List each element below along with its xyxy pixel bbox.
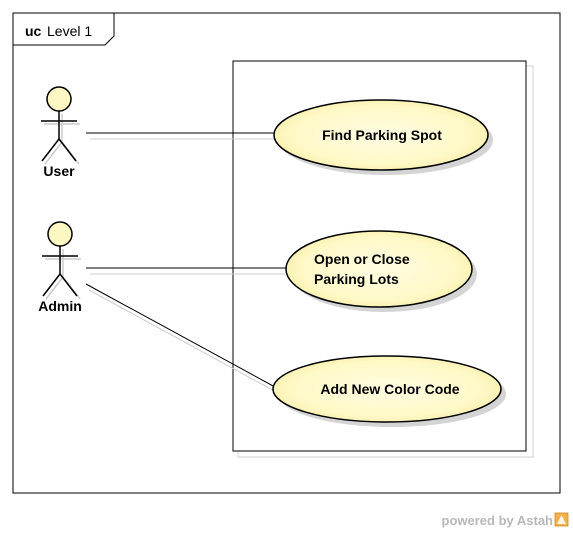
astah-logo-icon xyxy=(554,512,569,527)
association-user-find-parking[interactable] xyxy=(86,132,276,140)
association-admin-open-close[interactable] xyxy=(86,267,290,275)
use-case-label: Add New Color Code xyxy=(320,381,459,397)
actor-admin[interactable]: Admin xyxy=(38,221,82,314)
use-case-add-new-color-code[interactable]: Add New Color Code xyxy=(272,355,506,427)
actor-head-icon xyxy=(47,221,73,247)
watermark-text: powered by Astah xyxy=(442,513,554,528)
actor-label-user: User xyxy=(43,163,75,179)
use-case-label-line1: Open or Close xyxy=(314,251,410,267)
frame-keyword: uc xyxy=(25,23,42,39)
use-case-label-line2: Parking Lots xyxy=(314,271,399,287)
astah-watermark: powered by Astah xyxy=(442,512,569,528)
use-case-open-close-parking-lots[interactable]: Open or Close Parking Lots xyxy=(285,230,477,312)
use-case-find-parking-spot[interactable]: Find Parking Spot xyxy=(273,99,493,175)
use-case-label: Find Parking Spot xyxy=(322,127,442,143)
actor-head-icon xyxy=(46,86,72,112)
association-admin-add-color[interactable] xyxy=(85,283,279,394)
frame-name: Level 1 xyxy=(47,23,92,39)
actor-label-admin: Admin xyxy=(38,298,82,314)
actor-user[interactable]: User xyxy=(41,86,80,179)
